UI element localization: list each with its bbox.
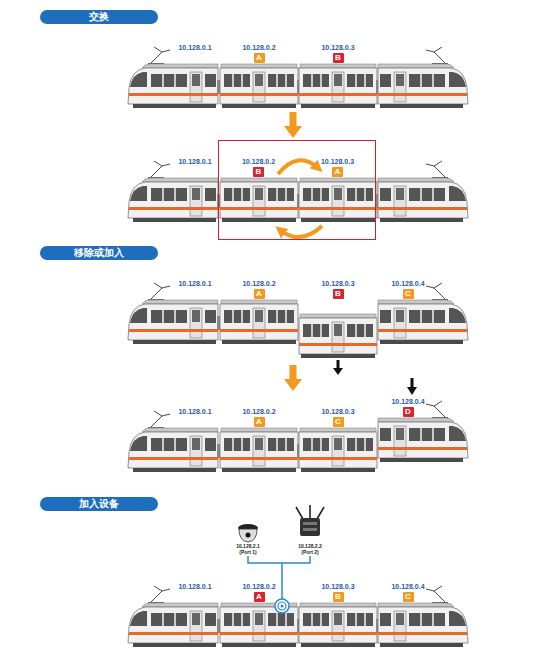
device-label: 10.128.2.1 (Port 1)	[232, 544, 264, 555]
tram	[128, 283, 468, 358]
tram	[128, 401, 468, 472]
node-text: C	[405, 593, 411, 601]
node-text: B	[335, 593, 341, 601]
ip-label: 10.128.0.2	[242, 280, 275, 287]
swap-arrow	[280, 226, 322, 237]
tram	[128, 161, 468, 222]
car-badge: C	[333, 417, 344, 427]
swap-frame: 10.128.0.2 10.128.0.3B A	[218, 140, 376, 240]
car-badge: A	[254, 289, 265, 299]
ip-label: 10.128.0.1	[178, 158, 211, 165]
section-header: 交换	[40, 10, 158, 24]
ip-label: 10.128.0.3	[321, 583, 354, 590]
switch-icon	[296, 505, 324, 536]
section-header: 加入设备	[40, 497, 158, 511]
removed-car	[299, 314, 377, 358]
ip-label: 10.128.0.3	[321, 280, 354, 287]
ip-label: 10.128.0.2	[242, 157, 275, 164]
node-text: A	[256, 290, 262, 298]
node-text: 交换	[89, 12, 109, 22]
node-text: A	[256, 593, 262, 601]
add-arrow	[407, 378, 417, 395]
node-text: B	[335, 290, 341, 298]
car-badge: D	[403, 407, 414, 417]
ip-label: 10.128.0.2	[242, 44, 275, 51]
connector-icon	[275, 599, 289, 613]
ip-label: 10.128.0.1	[178, 408, 211, 415]
swap-arrow	[278, 160, 318, 174]
car-badge: C	[403, 592, 414, 602]
car-badge: A	[254, 417, 265, 427]
ip-label: 10.128.0.3	[321, 408, 354, 415]
ip-label: 10.128.0.4	[391, 280, 424, 287]
ip-label: 10.128.0.4	[391, 398, 424, 405]
flow-arrow	[284, 365, 302, 391]
added-car	[378, 401, 468, 462]
car-badge: A	[254, 592, 265, 602]
ip-label: 10.128.0.2	[242, 408, 275, 415]
ip-label: 10.128.0.2	[242, 583, 275, 590]
ip-label: 10.128.0.1	[178, 583, 211, 590]
section-header: 移除或加入	[40, 246, 158, 260]
node-text: C	[405, 290, 411, 298]
car-badge: A	[254, 53, 265, 63]
node-text: B	[335, 54, 341, 62]
ip-label: 10.128.0.4	[391, 583, 424, 590]
device-label: 10.128.2.2 (Port 2)	[294, 544, 326, 555]
car-badge: B	[333, 53, 344, 63]
car-badge: A	[332, 167, 343, 177]
node-text: C	[335, 418, 341, 426]
node-text: A	[256, 54, 262, 62]
ip-label: 10.128.0.1	[178, 280, 211, 287]
node-text: D	[405, 408, 411, 416]
remove-arrow	[333, 360, 343, 375]
camera-icon	[238, 524, 258, 542]
node-text: A	[256, 418, 262, 426]
flow-arrow	[284, 112, 302, 138]
ip-label: 10.128.0.1	[178, 44, 211, 51]
ip-label: 10.128.0.3	[321, 157, 354, 164]
car-badge: B	[333, 289, 344, 299]
car-badge: C	[403, 289, 414, 299]
tram	[128, 47, 468, 108]
car-badge: B	[253, 167, 264, 177]
tram	[128, 586, 468, 647]
node-text: 加入设备	[79, 499, 119, 509]
car-badge: B	[333, 592, 344, 602]
ip-label: 10.128.0.3	[321, 44, 354, 51]
node-text: 移除或加入	[74, 248, 124, 258]
node-text: B	[256, 168, 262, 176]
node-text: A	[335, 168, 341, 176]
